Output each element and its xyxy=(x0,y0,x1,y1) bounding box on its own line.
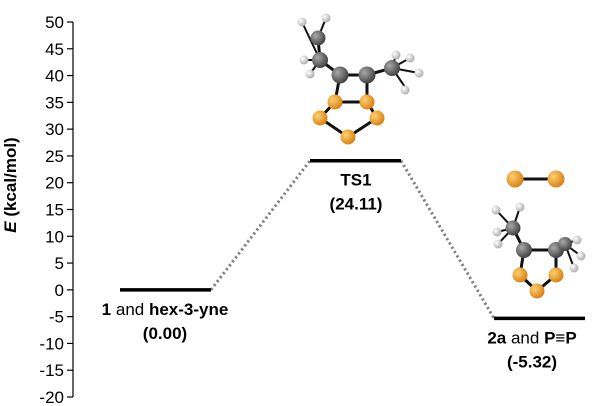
y-tick-label: 0 xyxy=(55,281,64,300)
y-tick-label: 45 xyxy=(45,40,64,59)
y-tick-label: 20 xyxy=(45,174,64,193)
level-value-label: (24.11) xyxy=(330,195,383,214)
y-tick-label: -10 xyxy=(39,334,64,353)
level-name-label: TS1 xyxy=(340,171,371,190)
y-tick-label: 10 xyxy=(45,227,64,246)
product-2a-molecule-image xyxy=(491,202,586,299)
connector-line xyxy=(209,159,312,291)
y-tick-label: 5 xyxy=(55,254,64,273)
y-axis-title: E (kcal/mol) xyxy=(1,137,20,232)
y-tick-label: -5 xyxy=(49,308,64,327)
transition-state-molecule-image xyxy=(297,13,424,145)
energy-levels xyxy=(120,158,585,321)
level-labels: 1 and hex-3-yne (0.00) TS1 (24.11) 2a and P≡… xyxy=(102,171,577,372)
y-tick-label: 30 xyxy=(45,120,64,139)
p2-molecule-image xyxy=(506,170,565,188)
y-tick-label: -15 xyxy=(39,361,64,380)
y-tick-label: 25 xyxy=(45,147,64,166)
connector-lines xyxy=(209,159,496,320)
level-value-label: (0.00) xyxy=(143,324,187,343)
connector-line xyxy=(399,159,496,320)
y-tick-label: 35 xyxy=(45,93,64,112)
level-name-label: 1 and hex-3-yne xyxy=(102,300,229,319)
level-value-label: (-5.32) xyxy=(507,352,557,371)
y-tick-label: -20 xyxy=(39,388,64,406)
level-name-label: 2a and P≡P xyxy=(487,328,576,347)
y-tick-label: 15 xyxy=(45,201,64,220)
y-tick-label: 50 xyxy=(45,13,64,32)
y-tick-label: 40 xyxy=(45,67,64,86)
